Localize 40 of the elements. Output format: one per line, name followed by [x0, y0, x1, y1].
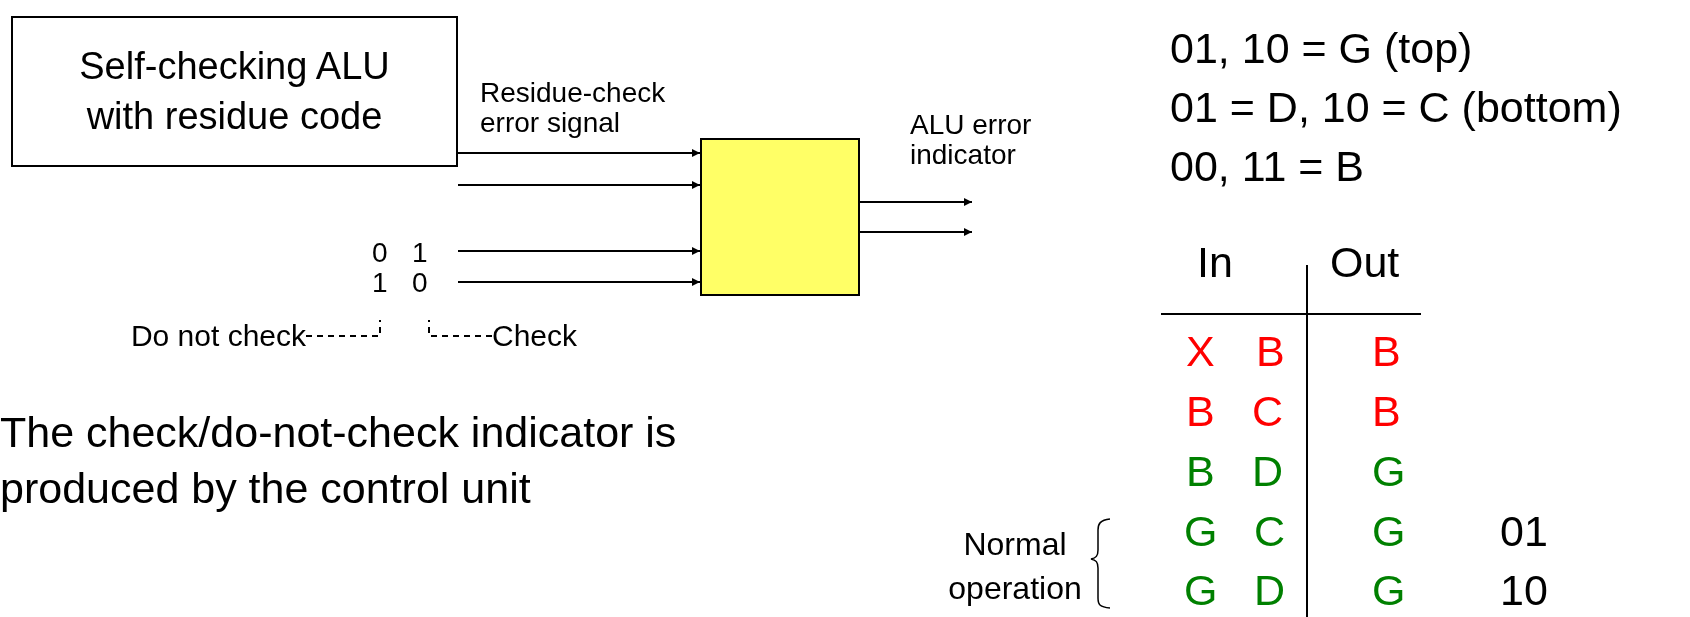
table-entry: B: [1186, 447, 1215, 497]
arrow: [457, 278, 701, 286]
table-entry: G: [1184, 507, 1218, 557]
logic-block: [700, 138, 860, 296]
arrow: [457, 149, 701, 157]
table-entry: B: [1372, 327, 1401, 377]
alu-box: Self-checking ALU with residue code: [11, 16, 458, 167]
bit-value: 0: [372, 237, 388, 270]
table-entry: D: [1252, 447, 1284, 497]
arrow: [859, 228, 973, 236]
table-entry: G: [1372, 507, 1406, 557]
column-header: In: [1197, 238, 1233, 288]
note-text: The check/do-not-check indicator is produced by the control unit: [0, 407, 678, 514]
table-entry: C: [1254, 507, 1286, 557]
note-text: Do not check: [130, 318, 306, 354]
table-entry: B: [1186, 387, 1215, 437]
table-entry: B: [1372, 387, 1401, 437]
table-entry: X: [1186, 327, 1215, 377]
table-entry: G: [1372, 566, 1406, 616]
code-legend-line: 00, 11 = B: [1170, 142, 1365, 192]
arrow: [457, 247, 701, 255]
code-legend-line: 01 = D, 10 = C (bottom): [1170, 83, 1622, 133]
bit-value: 0: [412, 267, 428, 300]
arrow: [457, 181, 701, 189]
leader-line: [305, 319, 381, 337]
table-entry: G: [1372, 447, 1406, 497]
column-header: Out: [1330, 238, 1400, 288]
code-legend-line: 01, 10 = G (top): [1170, 24, 1473, 74]
leader-line: [428, 319, 493, 337]
bracket-label: Normal operation: [947, 525, 1083, 608]
table-entry: B: [1256, 327, 1285, 377]
bit-value: 01: [1500, 507, 1548, 557]
note-text: Check: [492, 318, 592, 354]
bit-value: 1: [412, 237, 428, 270]
table-entry: D: [1254, 566, 1286, 616]
table-entry: C: [1252, 387, 1284, 437]
arrow: [859, 198, 973, 206]
table-entry: G: [1184, 566, 1218, 616]
bit-value: 1: [372, 267, 388, 300]
bit-value: 10: [1500, 566, 1548, 616]
